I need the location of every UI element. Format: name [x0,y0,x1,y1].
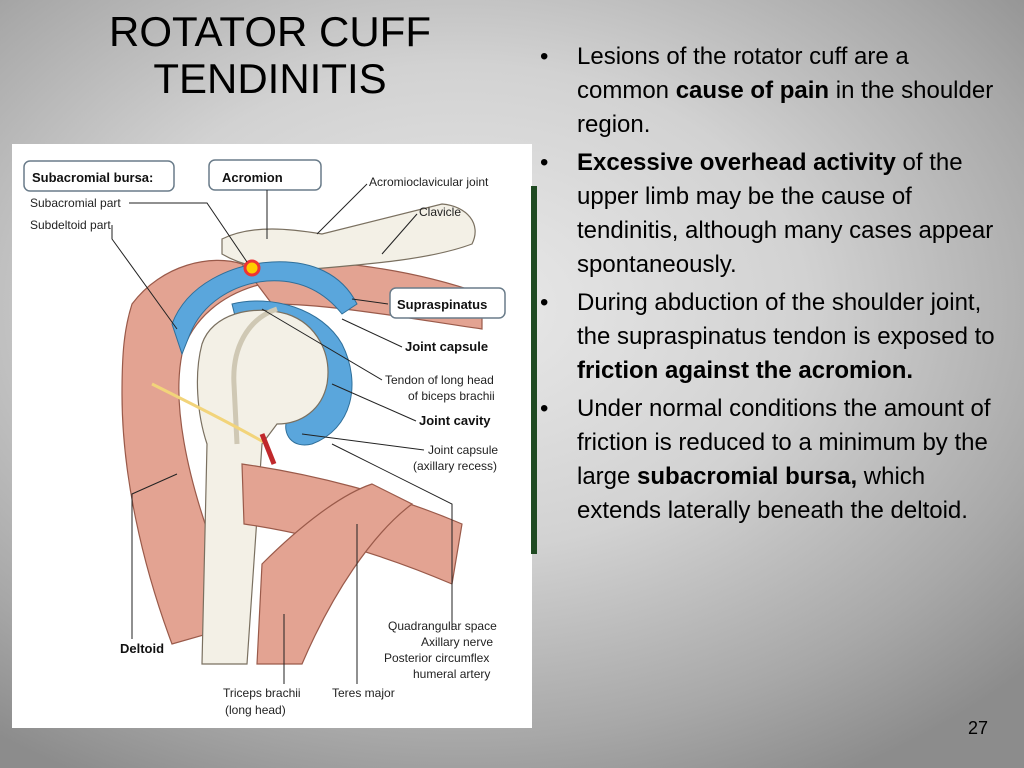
acromion-label-box [208,159,322,191]
bullet-dot: • [540,289,549,316]
inflammation-marker [243,259,261,277]
bullet-text: Lesions of the rotator cuff are a common [577,43,909,104]
bullet-item: • Excessive overhead activity of the uppe… [534,146,1004,282]
humerus-bone [196,309,329,665]
bullet-text: of the upper limb may be the cause of te… [577,149,994,278]
label-acromioclavicular-joint: Acromioclavicular joint [369,175,489,189]
bullet-text: Under normal conditions the amount of fr… [577,395,991,490]
label-subdeltoid-part: Subdeltoid part [30,218,111,232]
label-clavicle: Clavicle [419,205,461,219]
label-supraspinatus: Supraspinatus [397,297,487,312]
leader-lines [111,183,453,684]
label-joint-capsule: Joint capsule [405,339,488,354]
bullet-item: • Under normal conditions the amount of f… [534,392,1004,528]
bullet-bold-text: subacromial bursa, [637,463,858,490]
label-joint-capsule-axillary-2: (axillary recess) [413,459,497,473]
shoulder-anatomy-illustration: Subacromial bursa: Subacromial part Subd… [23,159,506,717]
label-deltoid: Deltoid [120,641,164,656]
label-subacromial-bursa: Subacromial bursa: [32,170,153,185]
subacromial-bursa-label-box [23,160,175,192]
circumflex-artery [259,433,277,465]
label-joint-cavity: Joint cavity [419,413,491,428]
title-line-1: ROTATOR CUFF [109,8,431,55]
label-triceps-line-1: Triceps brachii [223,686,301,700]
label-triceps-line-2: (long head) [225,703,286,717]
bullet-dot: • [540,395,549,422]
bullet-text: which extends laterally beneath the delt… [577,463,968,524]
bullet-dot: • [540,149,549,176]
axillary-nerve [151,382,268,446]
bullet-text: During abduction of the shoulder joint, … [577,289,995,350]
shoulder-anatomy-figure: Subacromial bursa: Subacromial part Subd… [12,144,532,728]
label-subacromial-part: Subacromial part [30,196,121,210]
label-posterior-circumflex: Posterior circumflex [384,651,489,665]
bullet-bold-text: Excessive overhead activity [577,149,896,176]
subacromial-bursa [171,261,358,356]
bullet-list: • Lesions of the rotator cuff are a commo… [534,40,1004,532]
accent-bar [531,186,537,554]
label-tendon-line-1: Tendon of long head [385,373,494,387]
slide-title: ROTATOR CUFF TENDINITIS [60,8,480,102]
bullet-item: • During abduction of the shoulder joint,… [534,286,1004,388]
bullet-dot: • [540,43,549,70]
triceps-muscle [256,483,414,665]
label-joint-capsule-axillary-1: Joint capsule [428,443,498,457]
label-humeral-artery: humeral artery [413,667,490,681]
page-number: 27 [968,718,989,738]
bullet-text: in the shoulder region. [577,77,994,138]
label-axillary-nerve: Axillary nerve [421,635,493,649]
bullet-bold-text: cause of pain [675,77,830,104]
label-quadrangular-space: Quadrangular space [388,619,497,633]
label-teres-major: Teres major [332,686,395,700]
bullet-item: • Lesions of the rotator cuff are a commo… [534,40,1004,142]
supraspinatus-label-box [389,287,506,319]
title-line-2: TENDINITIS [153,55,387,102]
biceps-tendon [231,306,278,445]
bullet-bold-text: friction against the acromion. [577,357,914,384]
label-acromion: Acromion [222,170,283,185]
label-tendon-line-2: of biceps brachii [408,389,495,403]
